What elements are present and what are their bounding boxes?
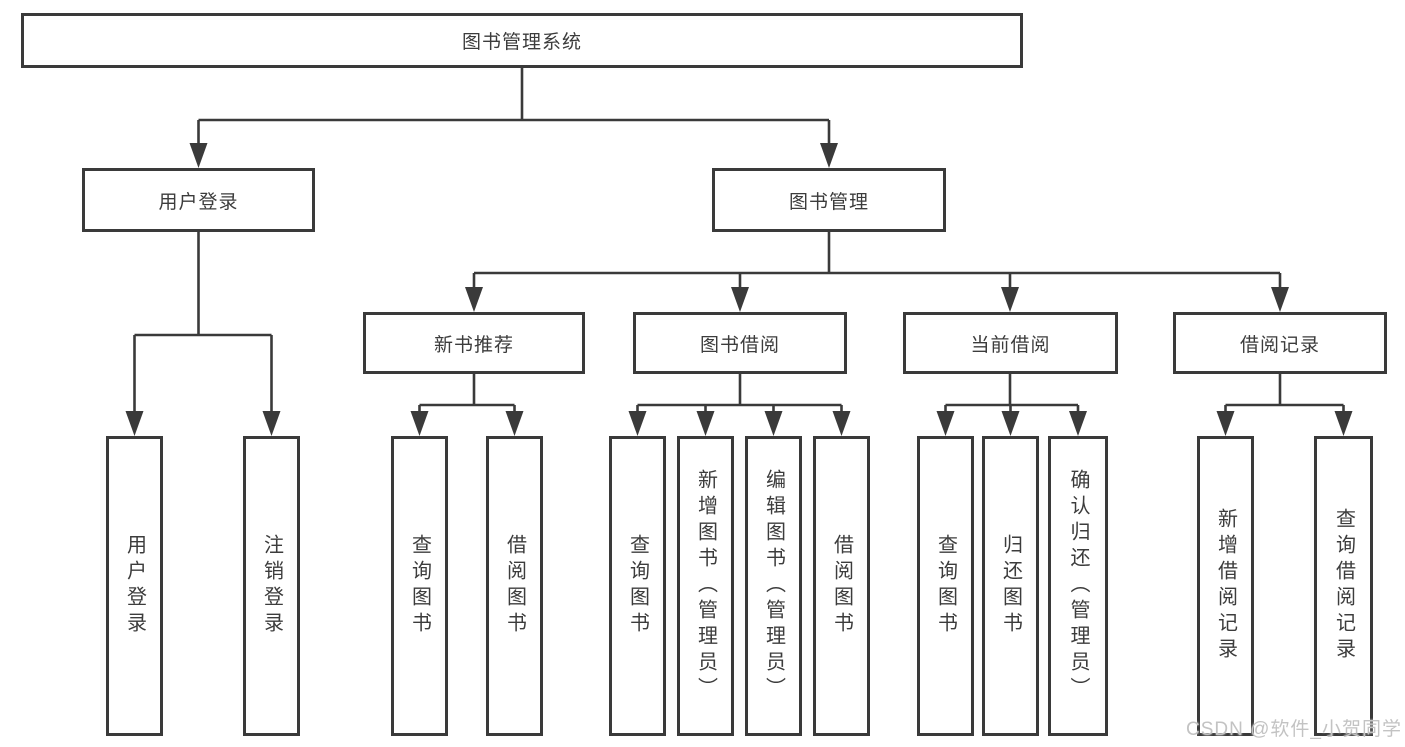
node-user-login: 用户登录 bbox=[82, 168, 315, 232]
leaf-borrow-books-1: 借阅图书 bbox=[486, 436, 543, 736]
csdn-watermark: CSDN @软件_小贺同学 bbox=[1186, 719, 1402, 740]
leaf-logout: 注销登录 bbox=[243, 436, 300, 736]
node-book-management: 图书管理 bbox=[712, 168, 946, 232]
leaf-add-borrow-record: 新增借阅记录 bbox=[1197, 436, 1254, 736]
node-borrowing-records: 借阅记录 bbox=[1173, 312, 1387, 374]
node-library-management-system: 图书管理系统 bbox=[21, 13, 1023, 68]
leaf-confirm-return-admin: 确认归还（管理员） bbox=[1048, 436, 1108, 736]
leaf-query-books-1: 查询图书 bbox=[391, 436, 448, 736]
leaf-query-books-2: 查询图书 bbox=[609, 436, 666, 736]
node-current-borrowing: 当前借阅 bbox=[903, 312, 1118, 374]
node-new-book-recommendation: 新书推荐 bbox=[363, 312, 585, 374]
leaf-add-books-admin: 新增图书（管理员） bbox=[677, 436, 734, 736]
leaf-borrow-books-2: 借阅图书 bbox=[813, 436, 870, 736]
node-book-borrowing: 图书借阅 bbox=[633, 312, 847, 374]
leaf-query-borrow-record: 查询借阅记录 bbox=[1314, 436, 1373, 736]
leaf-edit-books-admin: 编辑图书（管理员） bbox=[745, 436, 802, 736]
leaf-return-books: 归还图书 bbox=[982, 436, 1039, 736]
leaf-query-books-3: 查询图书 bbox=[917, 436, 974, 736]
leaf-user-login: 用户登录 bbox=[106, 436, 163, 736]
